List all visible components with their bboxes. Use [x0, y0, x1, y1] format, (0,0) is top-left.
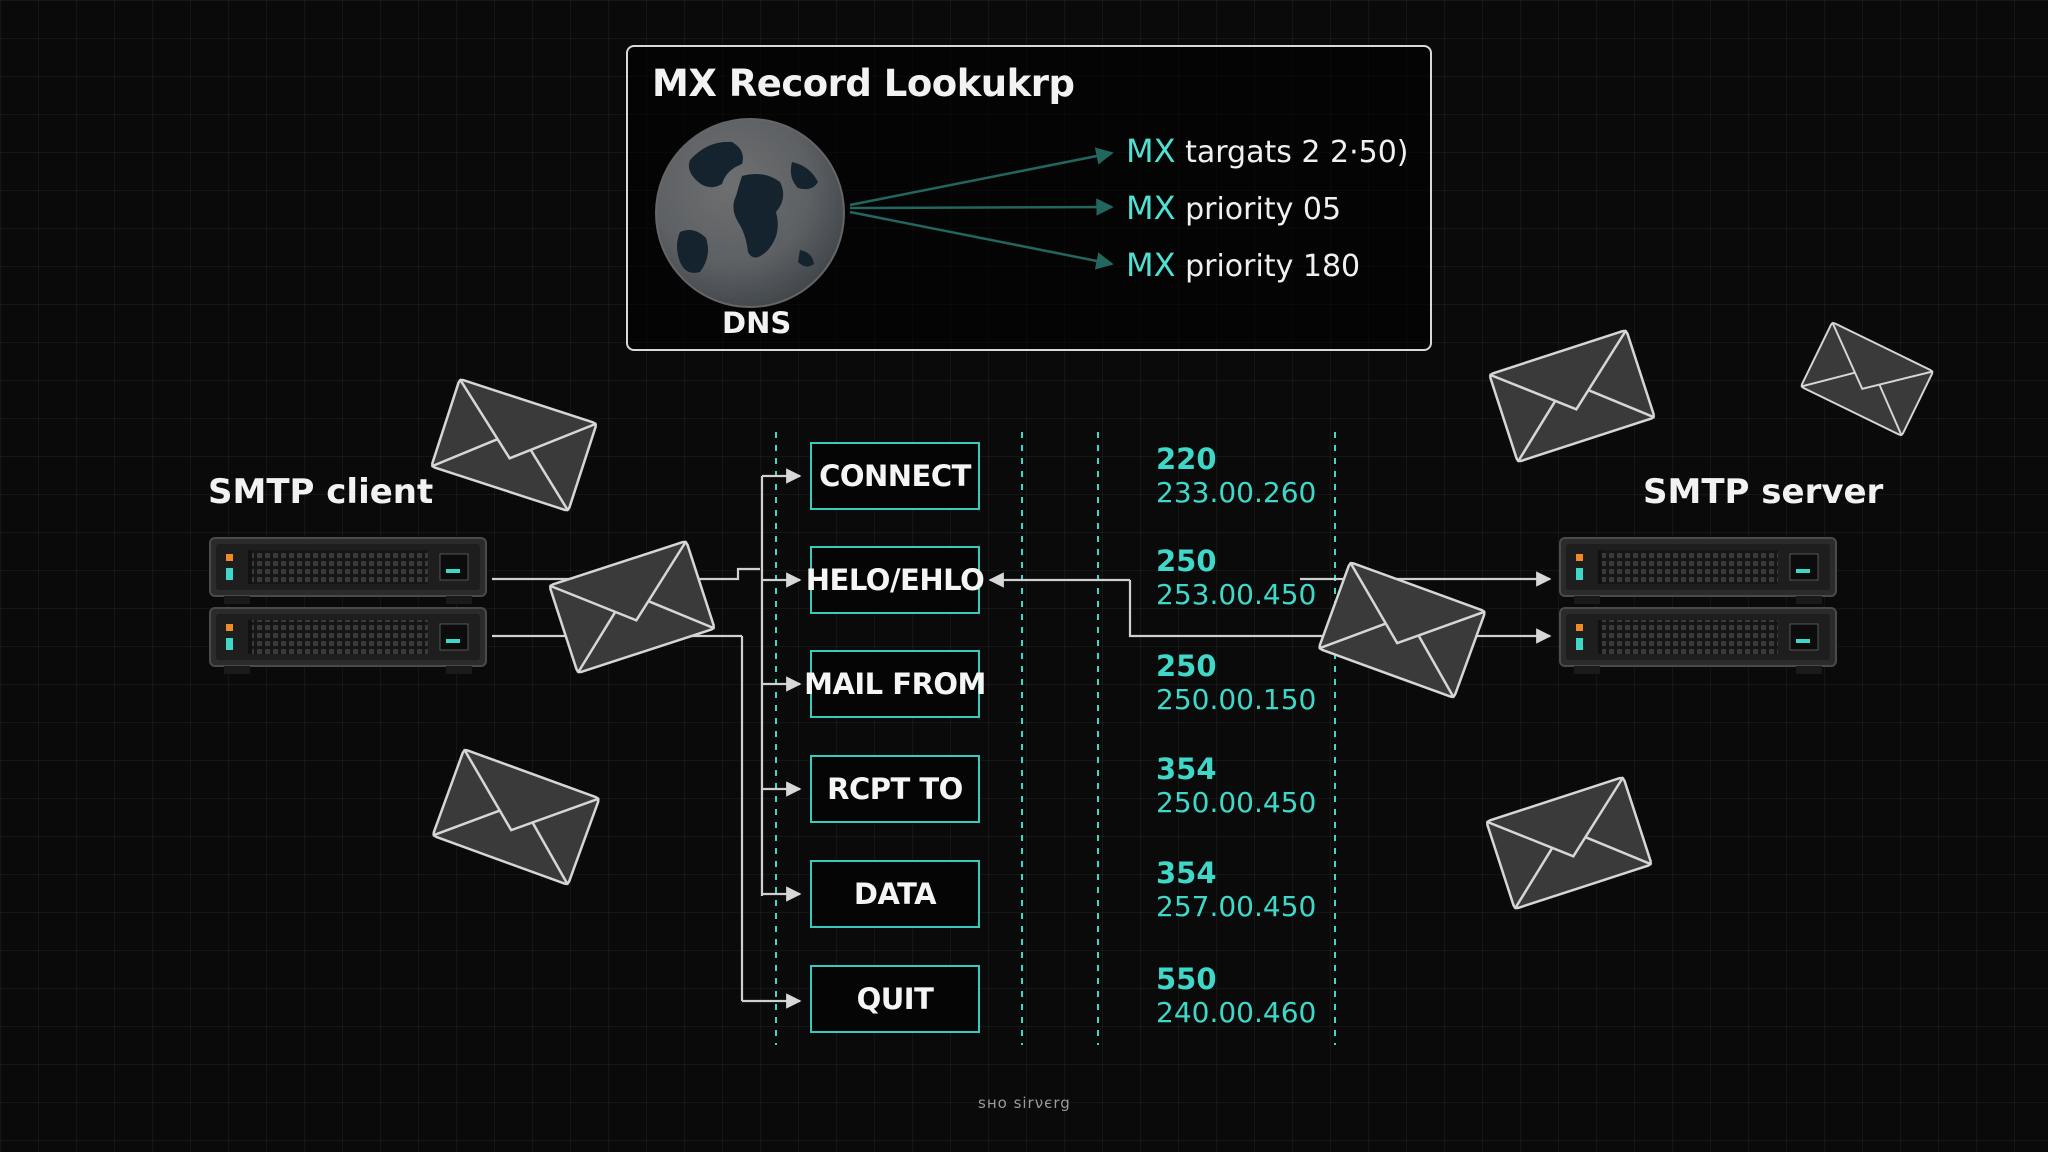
- response-address: 257.00.450: [1156, 890, 1317, 923]
- response-address: 250.00.150: [1156, 683, 1317, 716]
- mx-record-1-text: targats 2 2·50): [1185, 135, 1409, 170]
- mx-record-3: MX priority 180: [1126, 246, 1360, 284]
- response-code: 220: [1156, 442, 1217, 476]
- response-3: 250 250.00.150: [1156, 649, 1316, 716]
- response-code: 550: [1156, 962, 1217, 996]
- command-rcpt-to: RCPT TO: [810, 755, 980, 823]
- response-4: 354 250.00.450: [1156, 752, 1316, 819]
- smtp-client-label: SMTP client: [208, 472, 434, 512]
- footer-caption: ѕнο ѕіrνєrg: [978, 1094, 1071, 1112]
- envelope-icon: [1488, 328, 1656, 464]
- client-server-rack-icon: [209, 537, 487, 675]
- dns-label: DNS: [722, 306, 792, 340]
- command-helo-ehlo: HELO/EHLO: [806, 546, 985, 614]
- response-2: 250 253.00.450: [1156, 544, 1316, 611]
- response-5: 354 257.00.450: [1156, 856, 1316, 923]
- mx-record-2-prefix: MX: [1126, 189, 1176, 227]
- response-code: 250: [1156, 649, 1217, 683]
- smtp-server-label: SMTP server: [1643, 472, 1884, 512]
- envelope-icon: [1799, 321, 1935, 437]
- command-connect: CONNECT: [810, 442, 980, 510]
- smtp-server-rack-icon: [1559, 537, 1837, 675]
- mx-record-2: MX priority 05: [1126, 189, 1341, 227]
- response-6: 550 240.00.460: [1156, 962, 1316, 1029]
- dns-lookup-panel: [626, 45, 1432, 351]
- response-address: 253.00.450: [1156, 578, 1317, 611]
- response-address: 250.00.450: [1156, 786, 1317, 819]
- command-data: DATA: [810, 860, 980, 928]
- response-address: 233.00.260: [1156, 476, 1317, 509]
- response-code: 354: [1156, 752, 1217, 786]
- mx-record-3-prefix: MX: [1126, 246, 1176, 284]
- response-code: 250: [1156, 544, 1217, 578]
- dashed-guides: [775, 432, 1336, 1045]
- client-connector-lines: [492, 476, 764, 1001]
- mx-record-2-text: priority 05: [1185, 192, 1342, 227]
- command-arrows: [742, 468, 802, 1009]
- envelope-icon: [1485, 775, 1653, 911]
- envelope-icon: [431, 747, 601, 887]
- mx-record-1: MX targats 2 2·50): [1126, 132, 1409, 170]
- envelope-icon: [1317, 560, 1487, 700]
- response-1: 220 233.00.260: [1156, 442, 1316, 509]
- command-quit: QUIT: [810, 965, 980, 1033]
- response-address: 240.00.460: [1156, 996, 1317, 1029]
- command-mail-from: MAIL FROM: [804, 650, 986, 718]
- mx-record-3-text: priority 180: [1185, 249, 1361, 284]
- dns-panel-title: MX Record Lookukrp: [652, 62, 1075, 105]
- envelope-icon: [430, 377, 598, 513]
- envelope-icon: [548, 539, 716, 675]
- response-code: 354: [1156, 856, 1217, 890]
- mx-record-1-prefix: MX: [1126, 132, 1176, 170]
